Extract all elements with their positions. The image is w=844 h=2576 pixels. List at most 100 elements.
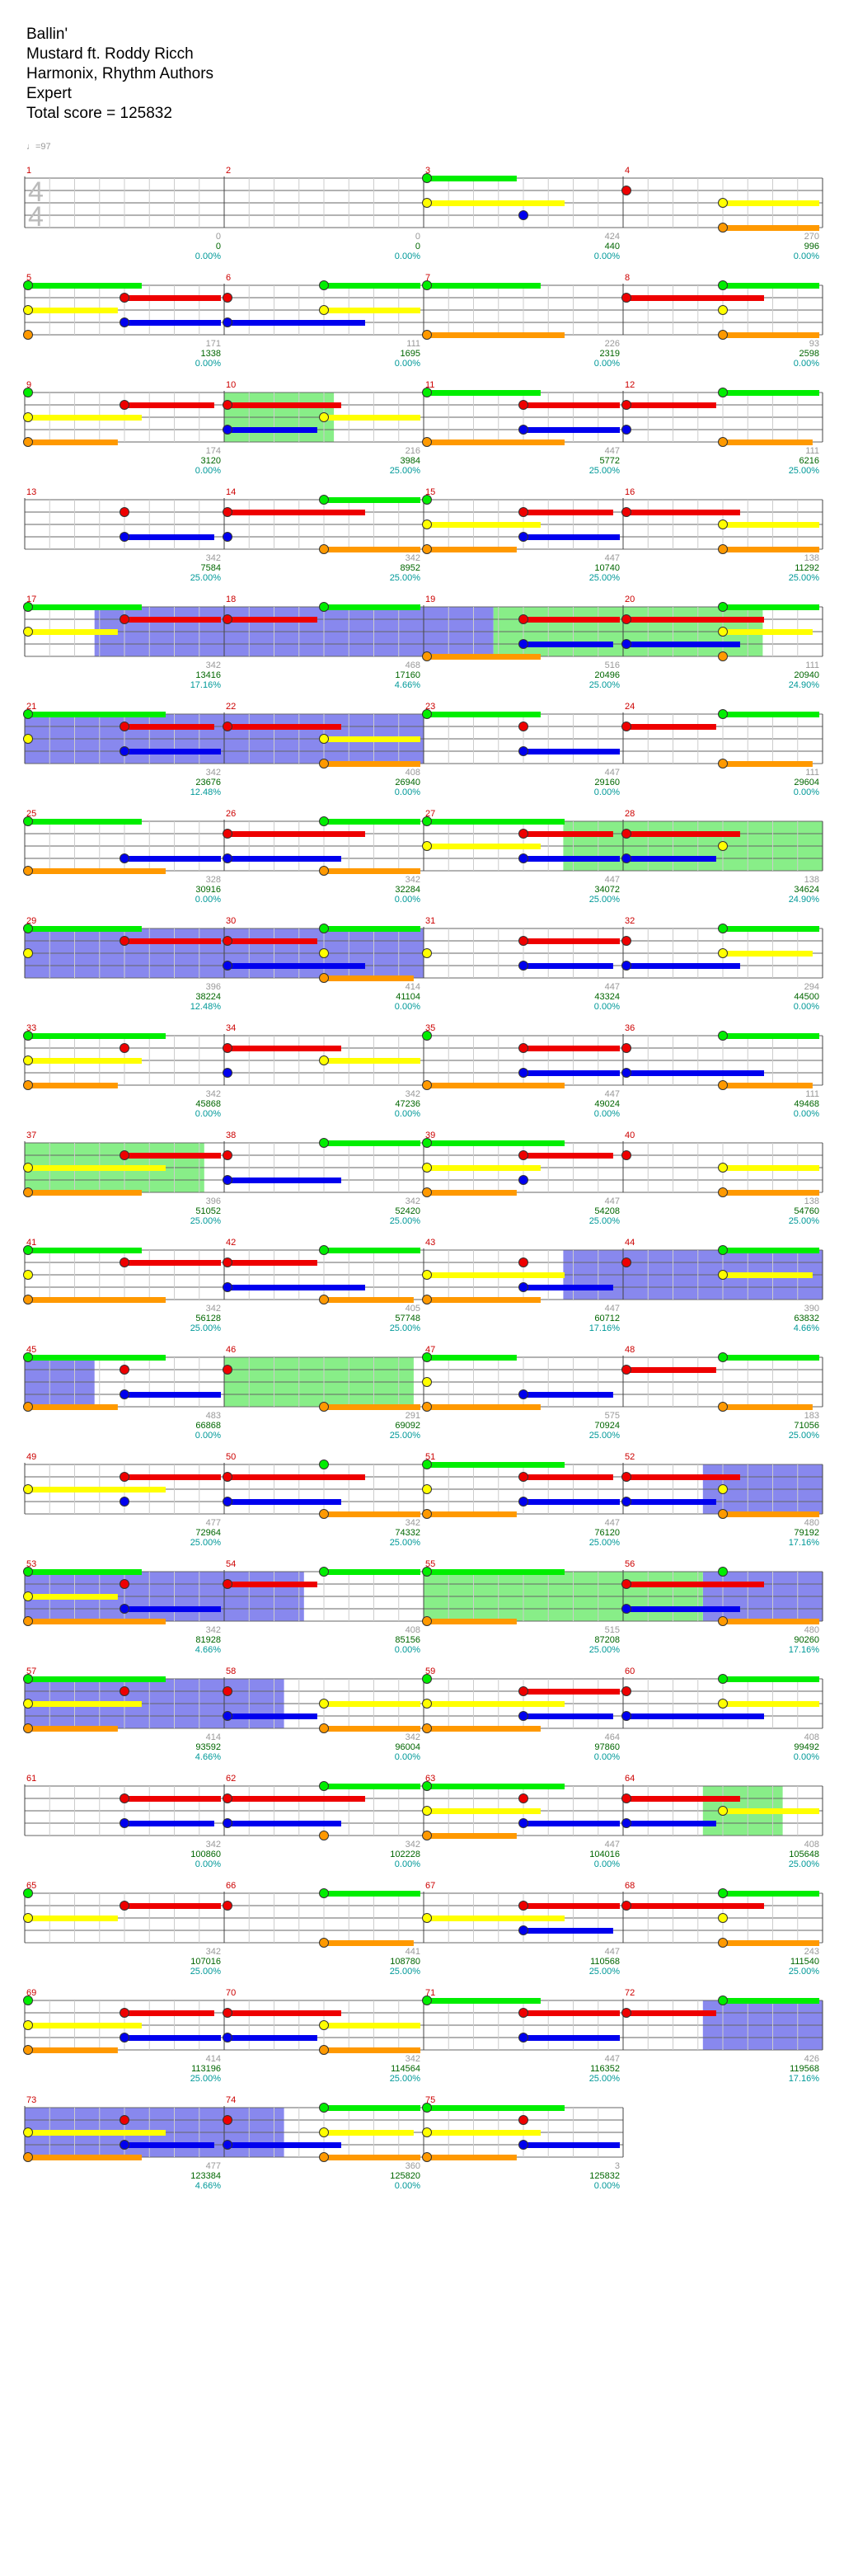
measure-score: 8952 xyxy=(401,563,420,573)
green-note xyxy=(718,1245,728,1255)
orange-note xyxy=(718,1938,728,1948)
blue-sustain xyxy=(124,749,221,754)
measure-points: 342 xyxy=(206,660,221,670)
measure-number: 48 xyxy=(625,1345,635,1355)
measure-multiplier: 0.00% xyxy=(195,1859,221,1869)
blue-note xyxy=(223,853,232,863)
measure-score: 96004 xyxy=(395,1742,420,1752)
green-sustain xyxy=(723,926,819,932)
measure-multiplier: 25.00% xyxy=(789,1967,820,1977)
green-note xyxy=(23,1567,33,1577)
blue-note xyxy=(518,1282,528,1292)
measure-score: 0 xyxy=(216,242,221,251)
blue-sustain xyxy=(227,427,317,433)
blue-note xyxy=(518,425,528,435)
orange-sustain xyxy=(28,1083,118,1088)
yellow-sustain xyxy=(723,1165,819,1171)
measure-multiplier: 0.00% xyxy=(794,1002,819,1012)
yellow-note xyxy=(718,1163,728,1173)
green-sustain xyxy=(723,1033,819,1039)
measure-multiplier: 4.66% xyxy=(195,2181,221,2191)
yellow-note xyxy=(319,412,329,422)
measure-points: 480 xyxy=(804,1518,819,1528)
yellow-sustain xyxy=(28,1594,118,1600)
blue-sustain xyxy=(124,856,221,862)
green-note xyxy=(319,1781,329,1791)
measure-points: 226 xyxy=(605,339,620,349)
orange-sustain xyxy=(28,1726,118,1732)
measure-points: 111 xyxy=(406,339,420,349)
orange-sustain xyxy=(723,225,819,231)
green-note xyxy=(422,1460,432,1469)
measure-multiplier: 4.66% xyxy=(195,1752,221,1762)
red-note xyxy=(223,1472,232,1482)
red-note xyxy=(518,1043,528,1053)
measure-number: 35 xyxy=(425,1023,435,1033)
measure-points: 447 xyxy=(605,1089,620,1099)
green-note xyxy=(319,1567,329,1577)
measure-score: 1338 xyxy=(201,349,221,359)
red-note xyxy=(518,722,528,731)
red-sustain xyxy=(227,831,365,837)
red-sustain xyxy=(124,1260,221,1266)
orange-note xyxy=(718,759,728,769)
yellow-note xyxy=(23,1591,33,1601)
green-sustain xyxy=(28,1248,142,1253)
green-sustain xyxy=(324,926,420,932)
measure-points: 342 xyxy=(206,768,221,778)
orange-note xyxy=(319,866,329,876)
blue-note xyxy=(621,1068,631,1078)
red-sustain xyxy=(523,1903,620,1909)
yellow-note xyxy=(319,1699,329,1709)
measure-number: 53 xyxy=(26,1559,36,1569)
yellow-sustain xyxy=(723,1808,819,1814)
measure-number: 9 xyxy=(26,380,31,390)
measure-points: 0 xyxy=(415,232,420,242)
measure-points: 328 xyxy=(206,875,221,885)
measure-multiplier: 12.48% xyxy=(190,787,222,797)
measure-points: 408 xyxy=(406,1625,420,1635)
orange-note xyxy=(23,1723,33,1733)
orange-note xyxy=(23,437,33,447)
blue-sustain xyxy=(227,2142,341,2148)
red-note xyxy=(518,400,528,410)
measure-points: 171 xyxy=(206,339,221,349)
measure-score: 47236 xyxy=(395,1099,420,1109)
measure-multiplier: 0.00% xyxy=(794,251,819,261)
green-sustain xyxy=(324,819,420,825)
staff-row: 33342458680.00%34342472360.00%3544749024… xyxy=(23,1023,823,1119)
measure-number: 39 xyxy=(425,1131,435,1140)
measure-multiplier: 0.00% xyxy=(594,1109,620,1119)
blue-sustain xyxy=(626,856,716,862)
blue-note xyxy=(223,961,232,971)
measure-multiplier: 17.16% xyxy=(789,1538,820,1548)
orange-note xyxy=(422,1831,432,1840)
red-sustain xyxy=(626,617,764,623)
measure-multiplier: 25.00% xyxy=(589,1645,621,1655)
yellow-note xyxy=(319,2020,329,2030)
yellow-sustain xyxy=(28,1165,166,1171)
red-note xyxy=(621,1793,631,1803)
yellow-sustain xyxy=(28,1916,118,1921)
orange-note xyxy=(319,1295,329,1304)
red-note xyxy=(621,2008,631,2018)
measure-multiplier: 25.00% xyxy=(390,1538,421,1548)
measure-points: 342 xyxy=(206,1089,221,1099)
orange-note xyxy=(319,544,329,554)
measure-number: 12 xyxy=(625,380,635,390)
blue-note xyxy=(518,639,528,649)
measure-number: 45 xyxy=(26,1345,36,1355)
measure-number: 38 xyxy=(226,1131,236,1140)
red-sustain xyxy=(523,938,620,944)
blue-sustain xyxy=(523,534,620,540)
measure-points: 477 xyxy=(206,1518,221,1528)
blue-sustain xyxy=(523,963,613,969)
blue-note xyxy=(518,853,528,863)
orange-note xyxy=(319,1402,329,1412)
measure-points: 111 xyxy=(805,768,819,778)
measure-score: 104016 xyxy=(589,1850,620,1859)
green-sustain xyxy=(324,283,420,289)
blue-note xyxy=(223,1068,232,1078)
blue-note xyxy=(518,1818,528,1828)
orange-sustain xyxy=(427,1511,517,1517)
